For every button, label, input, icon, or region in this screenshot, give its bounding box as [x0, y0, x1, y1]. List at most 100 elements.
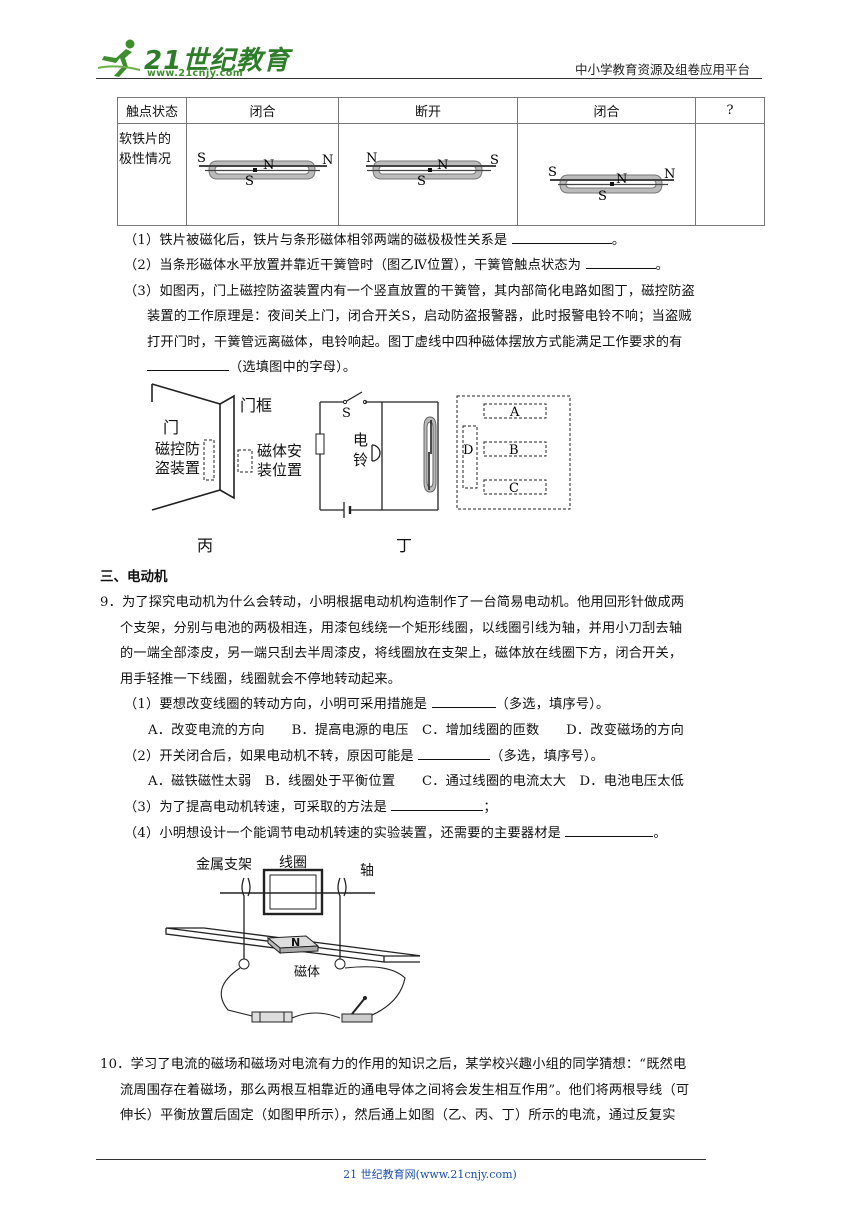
reed-switch-diagram: S N S N — [197, 151, 333, 189]
q9-part1: （1）要想改变线圈的转动方向，小明可采用措施是 （多选，填序号）。 — [124, 693, 609, 712]
footer-text: 21 世纪教育网(www.21cnjy.com) — [343, 1168, 517, 1181]
pole-label: S — [490, 153, 499, 168]
answer-blank[interactable] — [431, 696, 496, 708]
answer-blank[interactable] — [565, 825, 654, 837]
q9-part2: （2）开关闭合后，如果电动机不转，原因可能是 （多选，填序号）。 — [124, 745, 604, 764]
q8-part2: （2）当条形磁体水平放置并靠近干簧管时（图乙Ⅳ位置），干簧管触点状态为 。 — [124, 254, 669, 273]
motor-diagram — [165, 868, 420, 1023]
pole-label: S — [245, 174, 254, 189]
magnet-label-line: 磁体安 — [257, 442, 303, 460]
table-cell: ? — [695, 97, 765, 124]
question-text: （4）小明想设计一个能调节电动机转速的实验装置，还需要的主要器材是 — [124, 826, 561, 841]
question-text: 。 — [611, 233, 626, 248]
bell-label: 电 铃 — [353, 430, 368, 470]
pole-label: N — [366, 151, 377, 166]
bell-label-line: 铃 — [353, 451, 369, 469]
question-text: （2）当条形磁体水平放置并靠近干簧管时（图乙Ⅳ位置），干簧管触点状态为 — [124, 258, 582, 273]
bracket-label: 金属支架 — [196, 857, 252, 873]
q9-stem-line: 的一端全部漆皮，另一端只刮去半周漆皮，将线圈放在支架上，磁体放在线圈下方，闭合开… — [120, 646, 683, 661]
runner-logo-icon — [97, 39, 141, 77]
device-label-line: 磁控防 — [155, 440, 201, 458]
pole-label: S — [417, 174, 426, 189]
q8-part3-line: 打开门时，干簧管远离磁体，电铃响起。图丁虚线中四种磁体摆放方式能满足工作要求的有 — [147, 335, 683, 350]
row-label-line: 软铁片的 — [119, 132, 172, 147]
footer-rule — [96, 1159, 706, 1160]
question-text: （2）开关闭合后，如果电动机不转，原因可能是 — [124, 749, 414, 764]
pole-label: N — [322, 153, 333, 168]
q10-line: 伸长）平衡放置后固定（如图甲所示），然后通上如图（乙、丙、丁）所示的电流，通过反… — [120, 1108, 676, 1123]
reed-switch-diagram: S N S N — [548, 165, 675, 204]
answer-blank[interactable] — [147, 359, 229, 371]
q9-stem-line: 个支架，分别与电池的两极相连，用漆包线绕一个矩形线圈，以线圈引线为轴，并用小刀刮… — [120, 621, 683, 636]
table-row: 触点状态 闭合 断开 闭合 ? — [117, 97, 765, 124]
axle-label: 轴 — [360, 863, 374, 879]
table-row: 软铁片的 极性情况 S N S N N — [117, 123, 765, 226]
option-label: D — [463, 443, 473, 458]
answer-blank[interactable] — [391, 799, 484, 811]
option-label: C — [509, 481, 519, 496]
table-cell — [695, 123, 765, 226]
question-text: （1）要想改变线圈的转动方向，小明可采用措施是 — [124, 697, 428, 712]
door-label: 门 — [163, 418, 180, 437]
device-label: 磁控防 盗装置 — [155, 440, 200, 478]
question-text: （多选，填序号）。 — [495, 697, 610, 712]
figure-caption: 丁 — [396, 536, 413, 555]
question-text: 。 — [655, 258, 669, 273]
row-label-line: 极性情况 — [119, 152, 172, 167]
question-text: （1）铁片被磁化后，铁片与条形磁体相邻两端的磁极极性关系是 — [124, 233, 508, 248]
question-text: （选填图中的字母）。 — [229, 360, 357, 375]
question-text: ； — [483, 800, 497, 815]
answer-blank[interactable] — [585, 257, 656, 269]
table-cell: 闭合 — [186, 97, 339, 124]
coil-label: 线圈 — [279, 855, 307, 871]
pole-label: N — [664, 167, 675, 182]
bell-label-line: 电 — [353, 431, 369, 449]
q9-part2-options: A．磁铁磁性太弱 B．线圈处于平衡位置 C．通过线圈的电流太大 D．电池电压太低 — [148, 774, 685, 789]
pole-label: S — [197, 151, 206, 166]
question-text: （多选，填序号）。 — [490, 749, 605, 764]
circuit-diagram: A B C D — [315, 391, 571, 518]
pole-label: N — [263, 158, 274, 173]
row-label: 触点状态 — [117, 97, 187, 124]
q9-part1-options: A．改变电流的方向 B．提高电源的电压 C．增加线圈的匝数 D．改变磁场的方向 — [148, 723, 685, 738]
magnet-label: 磁体 — [294, 965, 321, 980]
header-rule — [96, 78, 762, 79]
q8-part3-line: 装置的工作原理是：夜间关上门，闭合开关S，启动防盗报警器，此时报警电铃不响；当盗… — [147, 309, 692, 324]
magnet-label-line: 装位置 — [257, 461, 303, 479]
q10-line: 流周围存在着磁场，那么两根互相靠近的通电导体之间将会发生相互作用”。他们将两根导… — [120, 1083, 690, 1098]
door-diagram — [151, 383, 253, 511]
platform-name: 中小学教育资源及组卷应用平台 — [575, 62, 751, 77]
frame-label: 门框 — [240, 396, 273, 415]
question-text: 。 — [653, 826, 667, 841]
row-label: 软铁片的 极性情况 — [117, 123, 187, 226]
pole-label: S — [548, 165, 557, 180]
pole-label: S — [598, 189, 607, 204]
option-label: A — [509, 405, 520, 420]
q8-part1: （1）铁片被磁化后，铁片与条形磁体相邻两端的磁极极性关系是 。 — [124, 229, 625, 248]
table-cell: 闭合 — [517, 97, 696, 124]
pole-label: N — [616, 172, 627, 187]
logo-text: 21世纪教育 — [144, 46, 291, 76]
switch-label: S — [342, 406, 351, 421]
magnet-position-label: 磁体安 装位置 — [257, 442, 302, 480]
table-cell: 断开 — [338, 97, 518, 124]
section-heading: 三、电动机 — [100, 569, 168, 585]
answer-blank[interactable] — [511, 232, 612, 244]
pole-label: N — [437, 158, 448, 173]
figure-caption: 丙 — [197, 536, 214, 555]
q10-line: 10．学习了电流的磁场和磁场对电流有力的作用的知识之后，某学校兴趣小组的同学猜想… — [100, 1057, 687, 1072]
q9-part4: （4）小明想设计一个能调节电动机转速的实验装置，还需要的主要器材是 。 — [124, 822, 667, 841]
q8-part3-line: （选填图中的字母）。 — [147, 356, 356, 375]
q9-stem-line: 用手轻推一下线圈，线圈就会不停地转动起来。 — [120, 672, 402, 687]
pole-label: N — [291, 936, 301, 949]
q9-part3: （3）为了提高电动机转速，可采取的方法是 ； — [124, 796, 497, 815]
q9-stem-line: 9．为了探究电动机为什么会转动，小明根据电动机构造制作了一台简易电动机。他用回形… — [100, 595, 685, 610]
q8-part3-line: （3）如图丙，门上磁控防盗装置内有一个竖直放置的干簧管，其内部简化电路如图丁，磁… — [124, 284, 695, 299]
question-text: （3）为了提高电动机转速，可采取的方法是 — [124, 800, 387, 815]
table-cell: S N S N — [186, 123, 339, 226]
option-label: B — [509, 443, 519, 458]
reed-switch-diagram: N S S N — [366, 151, 499, 189]
device-label-line: 盗装置 — [155, 459, 201, 477]
answer-blank[interactable] — [418, 748, 491, 760]
table-cell: S N S N — [517, 123, 696, 226]
